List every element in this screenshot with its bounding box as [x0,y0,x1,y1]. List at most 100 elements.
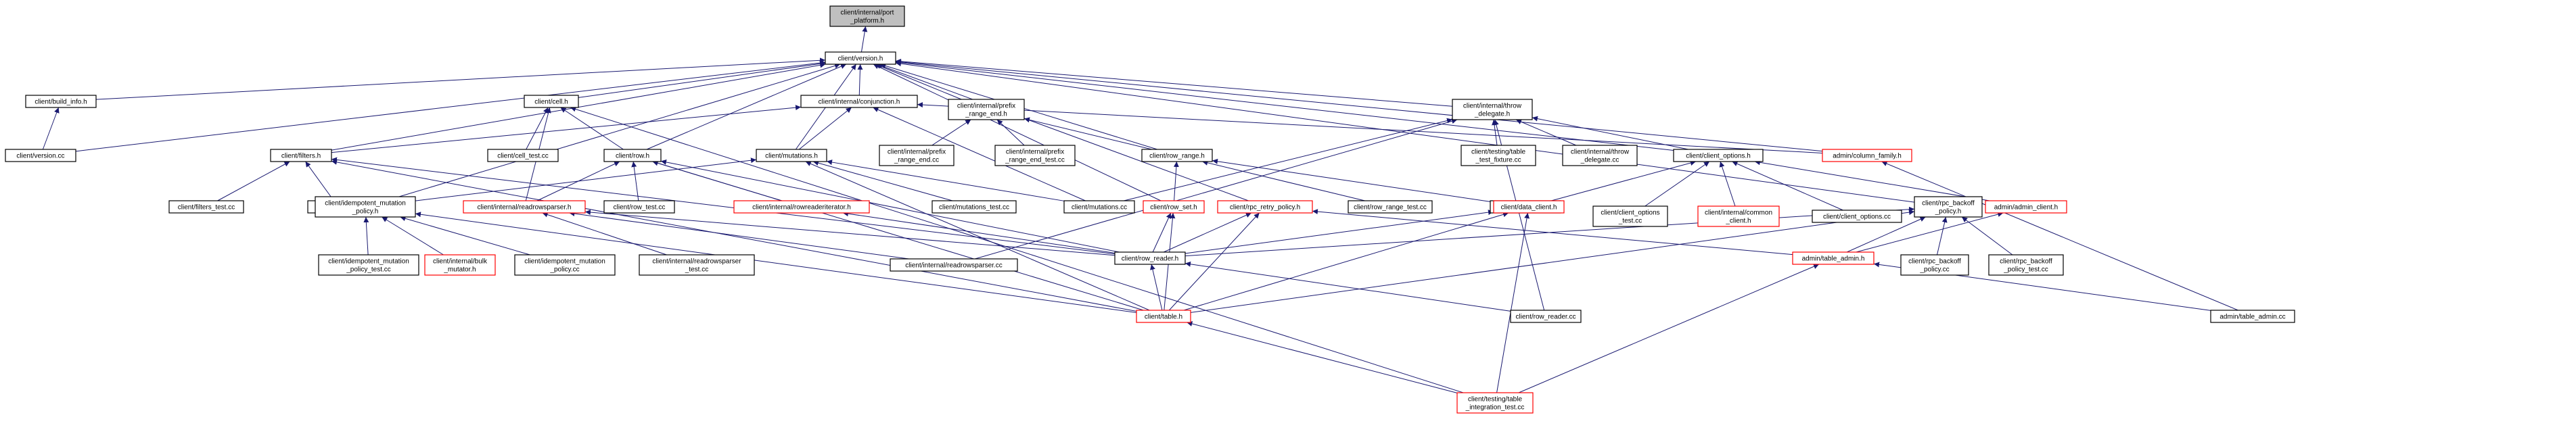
edge-row-reader-h-to-readrowsparser-h [584,210,1116,256]
edge-mutations-h-to-conjunction-h [798,107,852,150]
node-idempotent-mutation-policy-h[interactable]: client/idempotent_mutation_policy.h [315,196,416,218]
node-port-platform[interactable]: client/internal/port_platform.h [829,5,905,27]
node-box [1510,310,1582,323]
node-table-admin-h[interactable]: admin/table_admin.h [1792,251,1874,265]
node-admin-client-h[interactable]: admin/admin_client.h [1985,200,2067,214]
node-rowreaderiterator-h[interactable]: client/internal/rowreaderiterator.h [733,200,870,214]
node-label: client/data_client.h [1501,204,1557,212]
node-label: _policy.h [352,208,379,216]
node-rpc-retry-policy-h[interactable]: client/rpc_retry_policy.h [1217,200,1313,214]
node-row-range-test-cc[interactable]: client/row_range_test.cc [1348,200,1433,214]
edge-readrowsparser-cc-to-throw-delegate-h [975,118,1458,260]
node-row-set-h[interactable]: client/row_set.h [1143,200,1205,214]
node-mutations-test-cc[interactable]: client/mutations_test.cc [932,200,1017,214]
node-readrowsparser-h[interactable]: client/internal/readrowsparser.h [463,200,586,214]
edge-row-range-cc-to-row-range-h [1212,158,1491,202]
node-box [1562,145,1638,166]
node-box [1900,254,1969,276]
edge-line [1150,264,1163,311]
edge-table-integration-test-cc-to-data-client-h [1496,212,1530,393]
edge-mutations-cc-to-throw-delegate-h [1124,118,1453,201]
node-filters-test-cc[interactable]: client/filters_test.cc [168,200,244,214]
edge-row-reader-h-to-row-h [660,159,1120,253]
node-prefix-range-end-cc[interactable]: client/internal/prefix_range_end.cc [879,145,954,166]
node-row-reader-h[interactable]: client/row_reader.h [1114,251,1186,265]
node-bulk-mutator-h[interactable]: client/internal/bulk_mutator.h [424,254,496,276]
node-label: client/internal/prefix [888,149,946,156]
node-mutations-cc[interactable]: client/mutations.cc [1063,200,1135,214]
edge-conjunction-h-to-version-h [857,64,863,96]
node-client-options-test-cc[interactable]: client/client_options_test.cc [1592,205,1668,227]
node-row-h[interactable]: client/row.h [603,149,662,162]
node-row-test-cc[interactable]: client/row_test.cc [603,200,675,214]
node-idempotent-mutation-policy-test-cc[interactable]: client/idempotent_mutation_policy_test.c… [318,254,419,276]
node-readrowsparser-cc[interactable]: client/internal/readrowsparser.cc [890,258,1018,272]
edge-data-client-h-to-client-options-h [1551,160,1696,201]
node-table-admin-cc[interactable]: admin/table_admin.cc [2210,310,2295,323]
node-table-test-fixture-cc[interactable]: client/testing/table_test_fixture.cc [1460,145,1536,166]
node-conjunction-h[interactable]: client/internal/conjunction.h [800,95,918,108]
node-filters-h[interactable]: client/filters.h [270,149,332,162]
node-client-options-h[interactable]: client/client_options.h [1673,149,1764,162]
node-mutations-h[interactable]: client/mutations.h [756,149,827,162]
edge-line [895,59,1674,151]
edge-column-family-h-to-conjunction-h [917,102,1823,153]
node-label: client/row_set.h [1150,204,1197,212]
node-version-h[interactable]: client/version.h [825,51,896,65]
node-label: client/row.h [616,153,649,160]
node-rpc-backoff-policy-h[interactable]: client/rpc_backoff_policy.h [1914,196,1983,218]
edge-idempotent-mutation-policy-cc-to-idempotent-mutation-policy-h [400,216,530,256]
edge-row-reader-h-to-data-client-h [1184,210,1494,254]
node-table-integration-test-cc[interactable]: client/testing/table_integration_test.cc [1456,392,1534,414]
edge-admin-client-h-to-client-options-h [1754,160,1990,201]
node-data-client-h[interactable]: client/data_client.h [1493,200,1565,214]
node-label: _test.cc [685,266,708,274]
edge-line [363,216,369,256]
node-label: client/internal/throw [1571,149,1630,156]
node-box [1914,196,1983,218]
edge-mutations-cc-to-conjunction-h [873,107,1086,201]
edge-row-set-h-to-version-h [873,64,1162,201]
edge-line [1518,264,1820,393]
node-throw-delegate-h[interactable]: client/internal/throw_delegate.h [1452,99,1533,120]
node-box [315,196,416,218]
node-row-reader-cc[interactable]: client/row_reader.cc [1510,310,1582,323]
node-box [932,200,1017,214]
node-client-options-cc[interactable]: client/client_options.cc [1812,210,1902,223]
edge-client-options-test-cc-to-client-options-h [1644,161,1710,207]
edge-table-integration-test-cc-to-table-admin-h [1518,264,1820,393]
node-table-h[interactable]: client/table.h [1136,310,1191,323]
node-label: _range_end.h [965,111,1007,118]
edge-line [1124,118,1453,201]
edge-line [875,64,962,100]
node-rpc-backoff-policy-test-cc[interactable]: client/rpc_backoff_policy_test.cc [1988,254,2064,276]
node-common-client-h[interactable]: client/internal/common_client.h [1697,205,1780,227]
node-build-info-h[interactable]: client/build_info.h [25,95,97,108]
node-idempotent-mutation-policy-cc[interactable]: client/idempotent_mutation_policy.cc [514,254,616,276]
node-label: client/internal/bulk [433,258,488,266]
node-label: client/row_range.h [1149,153,1205,160]
node-throw-delegate-cc[interactable]: client/internal/throw_delegate.cc [1562,145,1638,166]
node-row-range-h[interactable]: client/row_range.h [1141,149,1213,162]
edge-line [331,159,1137,312]
edge-table-test-fixture-cc-to-throw-delegate-h [1492,119,1498,146]
edge-line [798,107,852,150]
node-prefix-range-end-h[interactable]: client/internal/prefix_range_end.h [948,99,1025,120]
node-rpc-backoff-policy-cc[interactable]: client/rpc_backoff_policy.cc [1900,254,1969,276]
node-box [1063,200,1135,214]
node-version-cc[interactable]: client/version.cc [5,149,76,162]
edge-line [75,60,826,152]
node-column-family-h[interactable]: admin/column_family.h [1822,149,1912,162]
node-label: _client.h [1725,218,1751,225]
node-box [1673,149,1764,162]
node-label: _test.cc [1618,218,1642,225]
node-cell-h[interactable]: client/cell.h [524,95,579,108]
edge-row-reader-cc-to-row-reader-h [1184,261,1511,312]
node-label: _platform.h [850,18,884,25]
node-prefix-range-end-test-cc[interactable]: client/internal/prefix_range_end_test.cc [994,145,1076,166]
edge-line [895,58,1453,107]
node-cell-test-cc[interactable]: client/cell_test.cc [487,149,559,162]
node-label: _policy_test.cc [346,266,391,274]
node-readrowsparser-test-cc[interactable]: client/internal/readrowsparser_test.cc [639,254,755,276]
edge-line [1732,161,1843,211]
